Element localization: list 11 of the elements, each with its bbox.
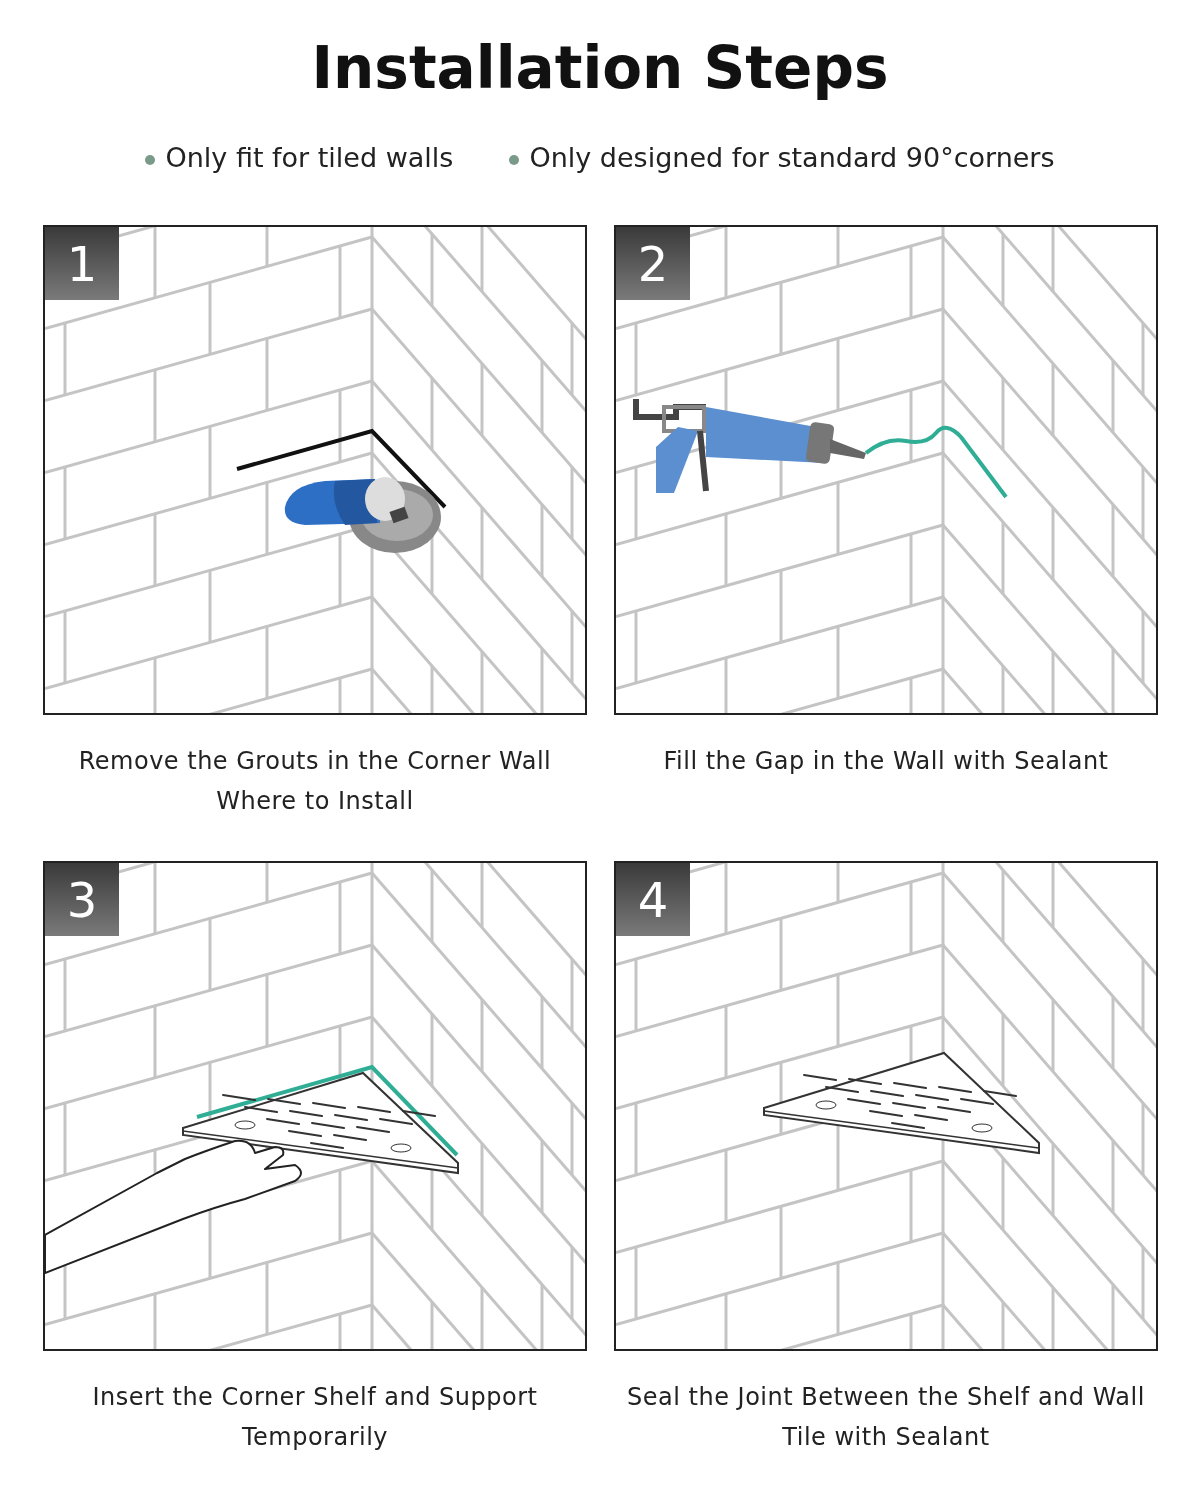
- note-text: Only fit for tiled walls: [145, 142, 454, 173]
- step-number: 2: [616, 227, 690, 300]
- step-caption: Remove the Grouts in the Corner Wall Where to Install: [77, 746, 553, 817]
- step-number: 4: [616, 863, 690, 936]
- step-number: 1: [45, 227, 119, 300]
- step-caption: Fill the Gap in the Wall with Sealant: [662, 746, 1110, 777]
- title: Installation Steps: [310, 34, 890, 102]
- note-text: Only designed for standard 90°corners: [509, 142, 1055, 173]
- step-caption: Insert the Corner Shelf and Support Temporarily: [91, 1382, 539, 1453]
- step-number: 3: [45, 863, 119, 936]
- step-caption: Seal the Joint Between the Shelf and Wall Tile with Sealant: [626, 1382, 1146, 1453]
